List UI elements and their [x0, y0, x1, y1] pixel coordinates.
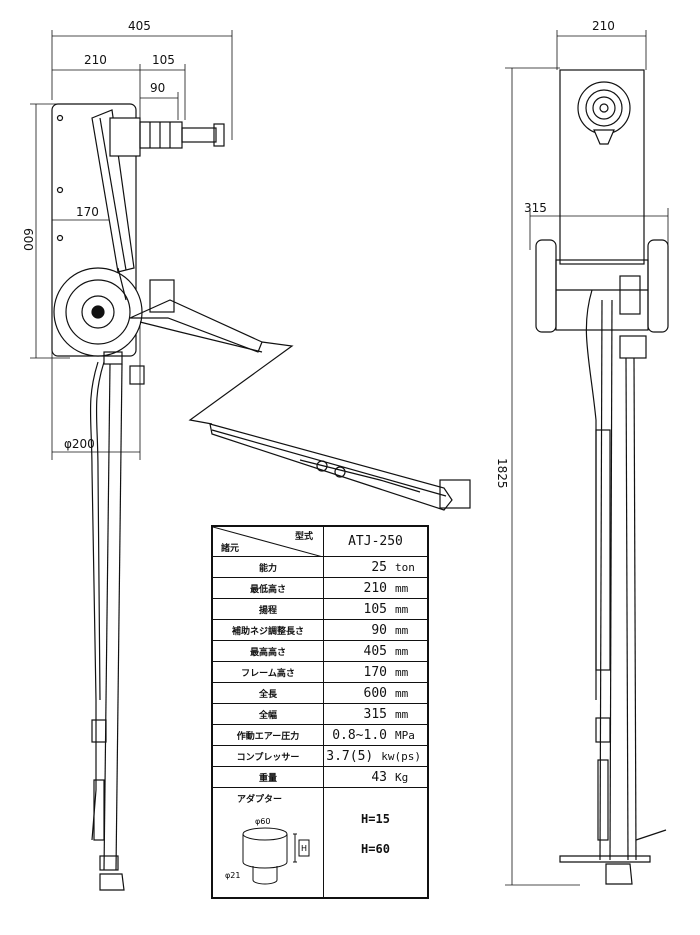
spec-unit: mm — [395, 623, 409, 637]
spec-value-cell: 43 Kg — [324, 767, 427, 787]
front-view-jack — [535, 69, 669, 885]
spec-label: 揚程 — [213, 599, 324, 619]
side-view-jack — [51, 103, 294, 891]
dim-210-front: 210 — [592, 19, 615, 33]
spec-value-cell: 315 mm — [324, 704, 427, 724]
spec-row: 補助ネジ調整長さ 90 mm — [213, 620, 427, 641]
dim-405: 405 — [128, 19, 151, 33]
spec-unit: Kg — [395, 770, 409, 784]
dim-210: 210 — [84, 53, 107, 67]
adapter-values: H=15 H=60 — [324, 788, 427, 897]
adapter-dia-bottom: φ21 — [225, 871, 240, 880]
spec-value: 315 — [363, 706, 387, 722]
header-label-top: 型式 — [294, 532, 313, 542]
spec-label: 最高高さ — [213, 641, 324, 661]
dim-1825: 1825 — [495, 458, 509, 489]
spec-unit: MPa — [395, 728, 415, 742]
adapter-title: アダプター — [237, 795, 283, 805]
dim-90: 90 — [150, 81, 165, 95]
spec-value-cell: 105 mm — [324, 599, 427, 619]
dim-315: 315 — [524, 201, 547, 215]
spec-header-cell: 型式 諸元 — [213, 527, 324, 556]
spec-unit: ton — [395, 560, 415, 574]
spec-label: 最低高さ — [213, 578, 324, 598]
adapter-diagram: φ60 φ21 H — [225, 817, 310, 885]
spec-label: 重量 — [213, 767, 324, 787]
adapter-value-2: H=60 — [361, 842, 390, 856]
spec-row: フレーム高さ 170 mm — [213, 662, 427, 683]
spec-value-cell: 170 mm — [324, 662, 427, 682]
spec-value: 405 — [363, 643, 387, 659]
header-label-bottom: 諸元 — [221, 544, 240, 554]
adapter-dia-top: φ60 — [255, 817, 270, 826]
dim-600: 600 — [21, 228, 35, 251]
spec-unit: mm — [395, 644, 409, 658]
adapter-h-label: H — [301, 844, 307, 853]
spec-row: 作動エアー圧力 0.8~1.0 MPa — [213, 725, 427, 746]
spec-row: 最高高さ 405 mm — [213, 641, 427, 662]
spec-row: 最低高さ 210 mm — [213, 578, 427, 599]
spec-value: 170 — [363, 664, 387, 680]
spec-row: 揚程 105 mm — [213, 599, 427, 620]
spec-label: 作動エアー圧力 — [213, 725, 324, 745]
spec-unit: mm — [395, 602, 409, 616]
spec-label: フレーム高さ — [213, 662, 324, 682]
spec-value-cell: 405 mm — [324, 641, 427, 661]
spec-label: 能力 — [213, 557, 324, 577]
spec-unit: mm — [395, 581, 409, 595]
spec-value: 210 — [363, 580, 387, 596]
spec-unit: kw(ps) — [381, 749, 421, 763]
dimension-labels: 405 210 105 90 600 170 φ200 210 315 1825 — [21, 19, 615, 489]
adapter-cell: アダプター φ60 φ21 H — [213, 788, 324, 897]
dim-170: 170 — [76, 205, 99, 219]
spec-value-cell: 90 mm — [324, 620, 427, 640]
spec-value: 43 — [371, 769, 387, 785]
spec-unit: mm — [395, 707, 409, 721]
spec-row: 全幅 315 mm — [213, 704, 427, 725]
adapter-row: アダプター φ60 φ21 H — [213, 788, 427, 897]
handle-extension — [209, 423, 471, 511]
spec-label: コンプレッサー — [213, 746, 324, 766]
spec-value-cell: 3.7(5) kw(ps) — [324, 746, 427, 766]
dim-105: 105 — [152, 53, 175, 67]
spec-unit: mm — [395, 665, 409, 679]
spec-row: 重量 43 Kg — [213, 767, 427, 788]
model-name: ATJ-250 — [348, 534, 403, 549]
spec-value: 600 — [363, 685, 387, 701]
spec-value: 105 — [363, 601, 387, 617]
spec-value-cell: 600 mm — [324, 683, 427, 703]
front-dimensions — [505, 30, 669, 886]
spec-value: 3.7(5) — [326, 748, 374, 764]
spec-unit: mm — [395, 686, 409, 700]
spec-value-cell: 0.8~1.0 MPa — [324, 725, 427, 745]
spec-value: 90 — [371, 622, 387, 638]
spec-row: 能力 25 ton — [213, 557, 427, 578]
spec-value: 25 — [371, 559, 387, 575]
spec-value-cell: 210 mm — [324, 578, 427, 598]
spec-label: 全幅 — [213, 704, 324, 724]
spec-header-row: 型式 諸元 ATJ-250 — [213, 527, 427, 557]
spec-label: 全長 — [213, 683, 324, 703]
spec-row: 全長 600 mm — [213, 683, 427, 704]
spec-value: 0.8~1.0 — [332, 727, 387, 743]
dim-200: φ200 — [64, 437, 95, 451]
spec-label: 補助ネジ調整長さ — [213, 620, 324, 640]
adapter-value-1: H=15 — [361, 812, 390, 826]
spec-value-cell: 25 ton — [324, 557, 427, 577]
